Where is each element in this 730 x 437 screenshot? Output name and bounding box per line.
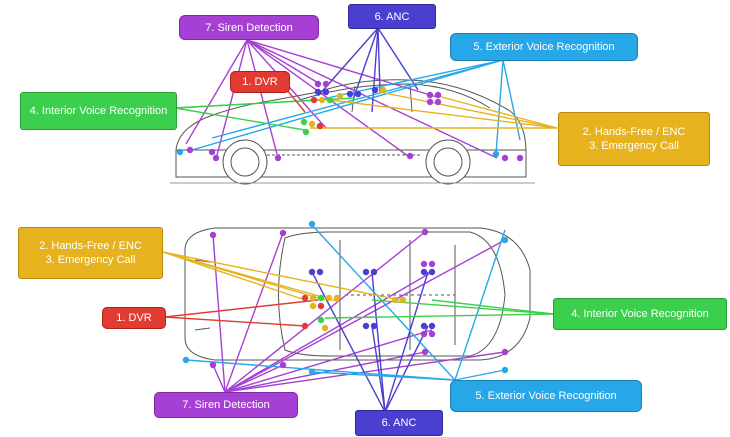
side-view-car (170, 79, 535, 185)
interior-voice-label-bottom: 4. Interior Voice Recognition (553, 298, 727, 330)
emergency-call-line: 3. Emergency Call (589, 140, 679, 152)
interior-voice-text: 4. Interior Voice Recognition (29, 105, 168, 117)
top-mic-dots (176, 80, 524, 162)
exterior-voice-label-top: 5. Exterior Voice Recognition (450, 33, 638, 61)
handsfree-line: 2. Hands-Free / ENC (582, 126, 686, 138)
anc-text: 6. ANC (374, 10, 410, 23)
emergency-call-line: 3. Emergency Call (45, 254, 136, 266)
dvr-label-top: 1. DVR (230, 71, 290, 93)
anc-label-bottom: 6. ANC (355, 410, 443, 436)
exterior-voice-text: 5. Exterior Voice Recognition (475, 390, 617, 402)
handsfree-line: 2. Hands-Free / ENC (39, 240, 142, 252)
handsfree-label-bottom: 2. Hands-Free / ENC 3. Emergency Call (18, 227, 163, 279)
interior-voice-label-top: 4. Interior Voice Recognition (20, 92, 177, 130)
siren-detection-text: 7. Siren Detection (205, 21, 293, 34)
siren-detection-text: 7. Siren Detection (182, 399, 270, 411)
handsfree-label-top: 2. Hands-Free / ENC 3. Emergency Call (558, 112, 710, 166)
siren-detection-label-top: 7. Siren Detection (179, 15, 319, 40)
dvr-text: 1. DVR (242, 76, 278, 88)
exterior-voice-label-bottom: 5. Exterior Voice Recognition (450, 380, 642, 412)
bottom-connection-lines (162, 224, 554, 413)
bottom-mic-dots (182, 220, 509, 376)
siren-detection-label-bottom: 7. Siren Detection (154, 392, 298, 418)
anc-label-top: 6. ANC (348, 4, 436, 29)
anc-text: 6. ANC (381, 417, 417, 429)
dvr-text: 1. DVR (116, 312, 152, 324)
exterior-voice-text: 5. Exterior Voice Recognition (473, 41, 615, 53)
interior-voice-text: 4. Interior Voice Recognition (571, 308, 709, 320)
top-view-car (184, 227, 531, 361)
dvr-label-bottom: 1. DVR (102, 307, 166, 329)
